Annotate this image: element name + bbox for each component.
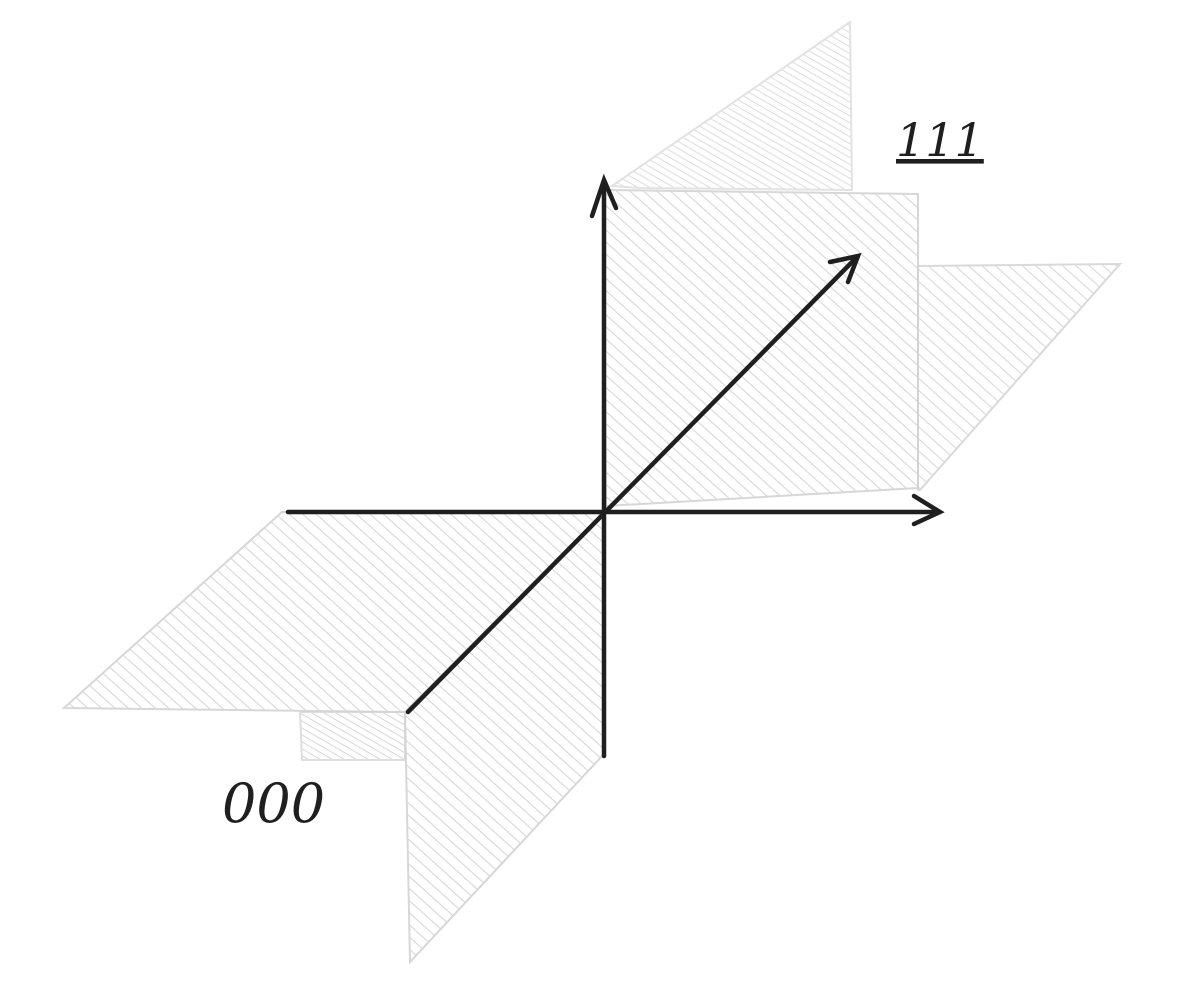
upper-vertical-plane — [602, 188, 919, 508]
arrowhead-icon — [589, 173, 619, 219]
label-000: 000 — [222, 772, 325, 835]
z-axis — [405, 255, 859, 715]
lower-front-plane — [298, 711, 406, 761]
axes-group — [285, 173, 945, 759]
arrowhead-icon — [911, 493, 945, 527]
arrowhead-icon — [827, 252, 862, 285]
upper-right-plane — [917, 262, 1123, 491]
label-111: 111 — [896, 113, 984, 167]
lower-plane-group — [61, 509, 607, 965]
upper-plane-group — [602, 20, 1123, 508]
upper-back-plane — [609, 20, 854, 192]
